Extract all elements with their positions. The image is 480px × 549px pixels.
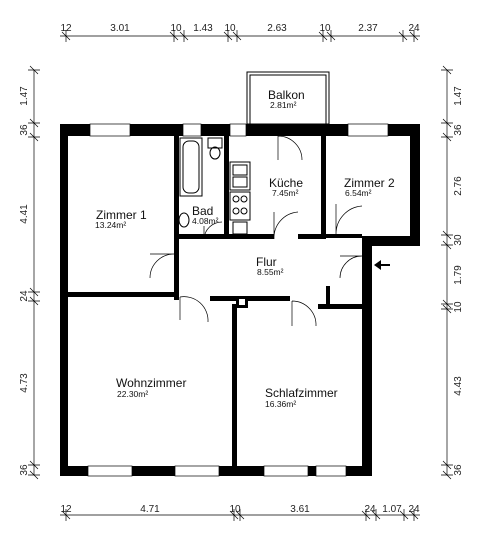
right-ticks [441,65,453,480]
window-bad [182,123,202,137]
bottom-ticks [61,509,419,521]
window-kueche [229,123,247,137]
sink-icon [178,212,190,228]
window-schlaf-2 [315,465,347,477]
dim-bottom-2: 10 [229,504,241,515]
entrance-arrow-icon [374,260,390,270]
dimension-lines: 12 3.01 10 1.43 10 2.63 10 2.37 24 12 4.… [19,23,464,521]
wall-right-lower [362,246,372,476]
dim-right-5: 10 [453,301,464,313]
room-area-balkon: 2.81m² [270,100,297,110]
dim-left-3: 24 [19,290,30,302]
toilet-icon [207,137,223,160]
left-ticks [28,65,40,480]
window-schlaf-1 [263,465,309,477]
dim-bottom-1: 4.71 [140,504,160,515]
wall-step [362,236,420,246]
dim-top-5: 2.63 [267,23,287,34]
window-wohn-2 [174,465,220,477]
top-ticks [61,30,419,42]
dim-right-6: 4.43 [453,376,464,396]
room-area-kueche: 7.45m² [272,188,299,198]
dim-right-3: 30 [453,234,464,246]
dim-top-2: 10 [170,23,182,34]
dim-top-1: 3.01 [110,23,130,34]
dim-bottom-3: 3.61 [290,504,310,515]
dim-left-2: 4.41 [19,204,30,224]
dim-top-8: 24 [408,23,420,34]
dim-right-4: 1.79 [453,265,464,285]
room-name-zimmer1: Zimmer 1 [96,208,147,222]
room-name-kueche: Küche [269,176,303,190]
window-zimmer1 [89,123,131,137]
room-name-schlafzimmer: Schlafzimmer [265,386,338,400]
room-area-wohnzimmer: 22.30m² [117,389,148,399]
room-area-flur: 8.55m² [257,267,284,277]
doors [149,135,363,327]
room-name-balkon: Balkon [268,88,305,102]
dim-left-0: 1.47 [19,86,30,106]
room-name-bad: Bad [192,204,213,218]
room-name-flur: Flur [256,255,277,269]
dim-top-3: 1.43 [193,23,213,34]
dim-bottom-0: 12 [60,504,72,515]
stove-icon [229,191,251,221]
dim-top-0: 12 [60,23,72,34]
dim-top-6: 10 [319,23,331,34]
room-labels: Balkon 2.81m² Küche 7.45m² Zimmer 2 6.54… [95,88,395,409]
dim-top-4: 10 [224,23,236,34]
bathroom-fixtures [178,137,223,228]
sink-icon [229,161,251,191]
dim-bottom-4: 24 [364,504,376,515]
dim-left-4: 4.73 [19,373,30,393]
room-area-bad: 4.08m² [192,216,219,226]
wall-right-upper [410,124,420,246]
room-area-zimmer2: 6.54m² [345,188,372,198]
bathtub-icon [179,137,203,197]
dim-right-1: 36 [453,124,464,136]
room-area-schlafzimmer: 16.36m² [265,399,296,409]
dim-left-5: 36 [19,464,30,476]
room-name-zimmer2: Zimmer 2 [344,176,395,190]
wall-left [60,124,68,475]
dim-bottom-5: 1.07 [382,504,402,515]
dim-top-7: 2.37 [358,23,378,34]
window-zimmer2 [347,123,389,137]
fridge-icon [232,221,248,235]
dim-left-1: 36 [19,124,30,136]
dim-right-2: 2.76 [453,176,464,196]
windows [87,123,389,477]
room-area-zimmer1: 13.24m² [95,220,126,230]
window-wohn-1 [87,465,133,477]
dim-right-7: 36 [453,464,464,476]
room-name-wohnzimmer: Wohnzimmer [116,376,186,390]
kitchen-fixtures [229,161,251,235]
dim-bottom-6: 24 [408,504,420,515]
dim-right-0: 1.47 [453,86,464,106]
